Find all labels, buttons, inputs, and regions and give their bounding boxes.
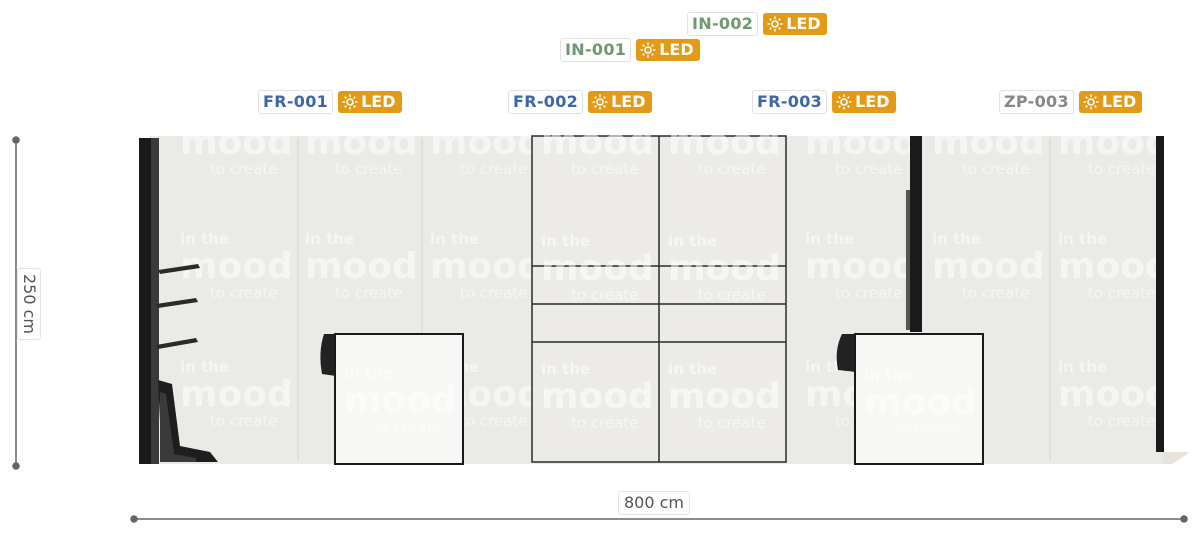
- fixture-tag-fr-003[interactable]: FR-003 LED: [752, 90, 896, 114]
- fixture-tag-in-002[interactable]: IN-002 LED: [687, 12, 827, 36]
- led-label: LED: [611, 92, 646, 111]
- sun-icon: [342, 94, 358, 110]
- led-badge: LED: [338, 91, 402, 113]
- fixture-code: FR-003: [752, 90, 828, 114]
- sun-icon: [592, 94, 608, 110]
- left-wall-frame: [139, 138, 151, 464]
- fixture-code: IN-002: [687, 12, 759, 36]
- sun-icon: [640, 42, 656, 58]
- counter-right: [836, 333, 984, 465]
- width-dimension-label: 800 cm: [618, 491, 691, 515]
- led-label: LED: [855, 92, 890, 111]
- right-partition-post: [910, 136, 922, 332]
- center-cabinet: [531, 106, 787, 463]
- stacked-chairs: [158, 380, 218, 462]
- right-wall-frame: [1156, 136, 1164, 452]
- fixture-code: FR-002: [508, 90, 584, 114]
- sun-icon: [1083, 94, 1099, 110]
- sun-icon: [767, 16, 783, 32]
- width-dimension-line: [130, 515, 1188, 523]
- led-badge: LED: [763, 13, 827, 35]
- led-badge: LED: [1078, 91, 1143, 113]
- fixture-tag-fr-002[interactable]: FR-002 LED: [508, 90, 652, 114]
- left-wall-edge: [151, 138, 159, 464]
- fixture-tag-zp-003[interactable]: ZP-003 LED: [999, 90, 1143, 114]
- fixture-code: FR-001: [258, 90, 334, 114]
- led-label: LED: [361, 92, 396, 111]
- led-badge: LED: [636, 39, 700, 61]
- fixture-code: IN-001: [560, 38, 632, 62]
- fixture-tag-in-001[interactable]: IN-001 LED: [560, 38, 700, 62]
- sun-icon: [836, 94, 852, 110]
- counter-left: [320, 333, 464, 465]
- fixture-tag-fr-001[interactable]: FR-001 LED: [258, 90, 402, 114]
- wall-shelves: [156, 264, 200, 349]
- led-label: LED: [1101, 92, 1137, 111]
- height-dimension-line: [12, 136, 20, 470]
- height-dimension-label: 250 cm: [17, 267, 42, 341]
- led-badge: LED: [832, 91, 896, 113]
- led-badge: LED: [588, 91, 652, 113]
- led-label: LED: [786, 14, 821, 33]
- fixture-code: ZP-003: [999, 90, 1074, 114]
- led-label: LED: [659, 40, 694, 59]
